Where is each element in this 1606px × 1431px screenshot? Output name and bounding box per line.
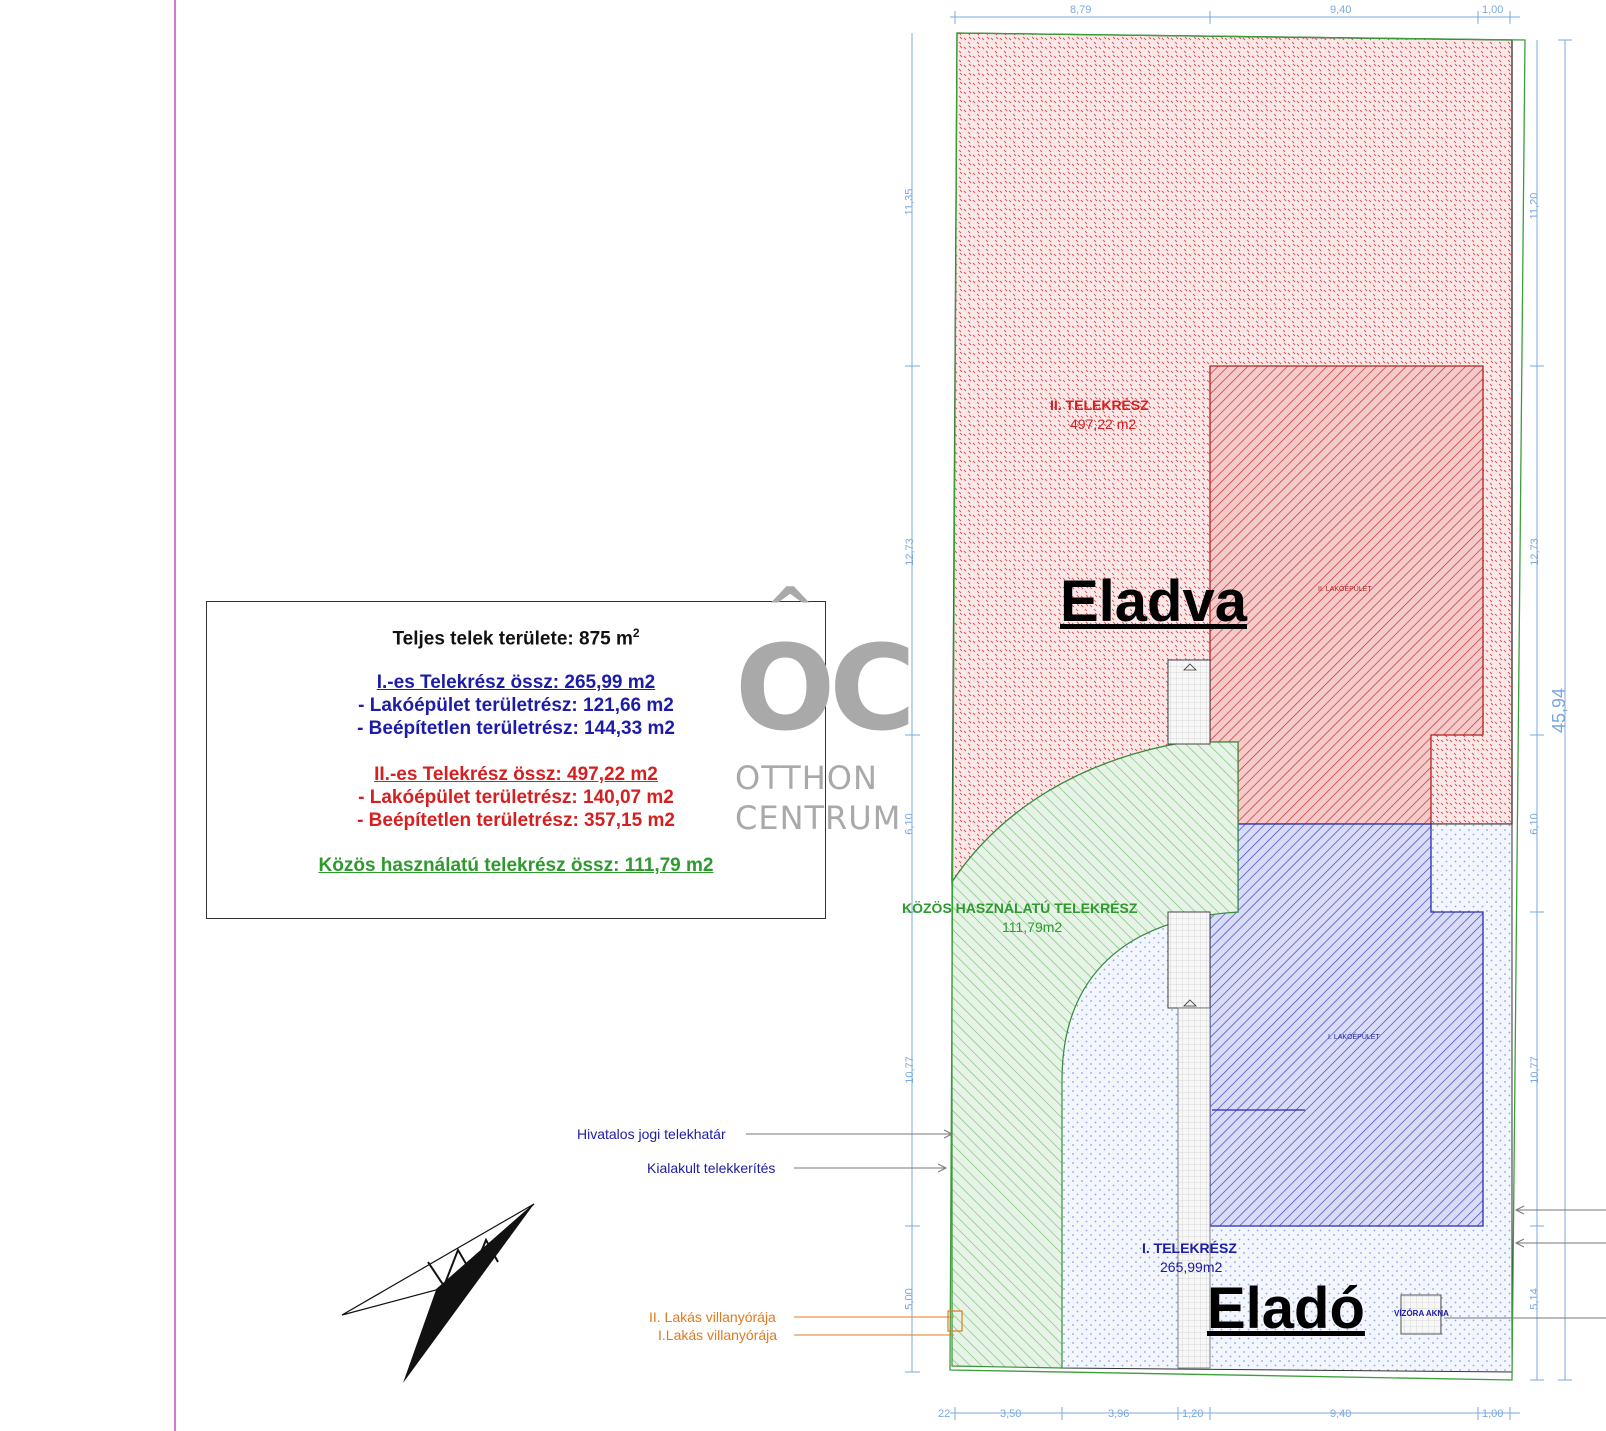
area-summary-legend: Teljes telek területe: 875 m2 I.-es Tele… [206, 601, 826, 919]
legend-total: Teljes telek területe: 875 m2 [392, 626, 640, 650]
legend-part1-unbuilt: - Beépítetlen területrész: 144,33 m2 [357, 718, 675, 739]
part2-area: 497,22 m2 [1070, 416, 1137, 432]
building2-label: II. LAKÓÉPÜLET [1318, 586, 1372, 593]
dim-top-1: 8,79 [1070, 4, 1092, 16]
dim-total-length: 45,94 [1549, 687, 1570, 734]
dim-top-3: 1,00 [1482, 4, 1504, 16]
leader-lines [746, 1129, 954, 1336]
watermark-line2: CENTRUM [735, 799, 902, 837]
legend-common-title: Közös használatú telekrész össz: 111,79 … [318, 855, 714, 876]
dim-left-1: 11,35 [903, 188, 916, 216]
dim-bottom-1: 22 [938, 1408, 951, 1420]
legend-part1-building: - Lakóépület területrész: 121,66 m2 [358, 695, 674, 716]
annotation-meter2: II. Lakás villanyórája [649, 1309, 776, 1325]
annotation-legal-boundary: Hivatalos jogi telekhatár [577, 1126, 726, 1142]
dim-left-5: 5,00 [903, 1288, 916, 1310]
status-for-sale: Eladó [1207, 1276, 1365, 1341]
annotation-meter1: I.Lakás villanyórája [658, 1327, 778, 1343]
dim-left-4: 10,77 [903, 1056, 916, 1084]
building1-label: I. LAKÓÉPÜLET [1328, 1034, 1380, 1041]
dim-right-2: 12,73 [1528, 538, 1541, 566]
legend-part2-building: - Lakóépület területrész: 140,07 m2 [358, 787, 674, 808]
dim-bottom-6: 1,00 [1482, 1408, 1504, 1420]
zone-common [951, 741, 1239, 1369]
water-meter-box [1400, 1294, 1442, 1335]
dim-right-4: 10,77 [1528, 1056, 1541, 1084]
step-marker [1183, 999, 1197, 1007]
walkway-bottom [1177, 1007, 1211, 1369]
electric-meter [947, 1310, 963, 1332]
watermark-hat-icon: ^ [765, 575, 816, 645]
dim-top-2: 9,40 [1330, 4, 1352, 16]
dim-right-3: 6,10 [1528, 813, 1541, 835]
dim-bottom-2: 3,50 [1000, 1408, 1022, 1420]
part1-area: 265,99m2 [1160, 1259, 1223, 1275]
right-edge-pointers [1444, 1205, 1606, 1319]
walkway-lower [1167, 911, 1211, 1009]
water-meter-label: VÍZÓRA AKNA [1394, 1309, 1449, 1318]
watermark-line1: OTTHON [735, 759, 878, 797]
legend-part1-title: I.-es Telekrész össz: 265,99 m2 [376, 672, 656, 693]
dimension-lines [905, 11, 1572, 1420]
common-label: KÖZÖS HASZNÁLATÚ TELEKRÉSZ [902, 900, 1138, 916]
dim-bottom-4: 1,20 [1182, 1408, 1204, 1420]
step-marker [1183, 663, 1197, 671]
part2-label: II. TELEKRÉSZ [1050, 397, 1149, 413]
fence-line [949, 32, 1526, 1381]
legend-part2-unbuilt: - Beépítetlen területrész: 357,15 m2 [357, 810, 675, 831]
dim-right-5: 5,14 [1528, 1288, 1541, 1310]
dim-left-2: 12,73 [903, 538, 916, 566]
part1-label: I. TELEKRÉSZ [1142, 1240, 1237, 1256]
annotation-fence: Kialakult telekkerítés [647, 1160, 776, 1176]
dim-bottom-5: 9,40 [1330, 1408, 1352, 1420]
status-sold: Eladva [1060, 569, 1247, 634]
common-area: 111,79m2 [1002, 919, 1063, 935]
legend-part2-title: II.-es Telekrész össz: 497,22 m2 [374, 764, 658, 785]
north-arrow-icon [341, 1203, 535, 1383]
dim-left-3: 6,10 [903, 813, 916, 835]
dim-bottom-3: 3,96 [1108, 1408, 1130, 1420]
walkway-upper [1167, 659, 1211, 745]
watermark-logo: OC [735, 619, 916, 757]
dim-right-1: 11,20 [1528, 192, 1541, 220]
otthon-centrum-watermark: ^ OC OTTHON CENTRUM [735, 575, 916, 840]
